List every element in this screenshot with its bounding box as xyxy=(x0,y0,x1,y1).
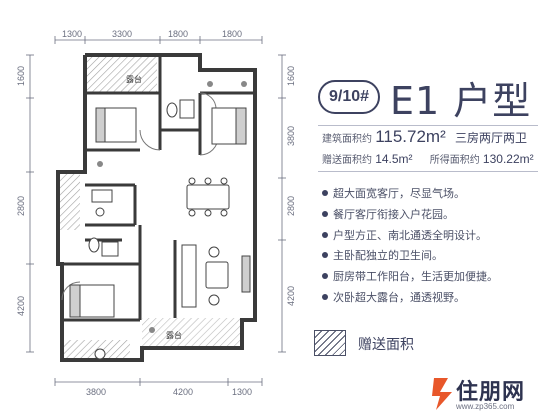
layout-text: 三房两厅两卫 xyxy=(454,131,527,145)
feature-list: 超大面宽客厅，尽显气场。 餐厅客厅衔接入户花园。 户型方正、南北通透全明设计。 … xyxy=(322,184,498,309)
dim-top-3: 1800 xyxy=(168,29,189,39)
bullet-icon xyxy=(322,190,328,196)
dim-top-2: 3300 xyxy=(112,29,133,39)
bullet-icon xyxy=(322,252,328,259)
brand-url: www.zp365.com xyxy=(456,402,515,411)
bullet-icon xyxy=(322,293,328,300)
dim-left-3: 4200 xyxy=(16,296,26,317)
feature-item: 次卧超大露台，通透视野。 xyxy=(322,288,498,309)
feature-item: 餐厅客厅衔接入户花园。 xyxy=(322,205,498,226)
divider-bottom xyxy=(318,171,538,172)
build-area-value: 115.72m² xyxy=(375,127,446,146)
dim-top-1: 1300 xyxy=(62,29,83,39)
dim-bottom-2: 4200 xyxy=(173,387,194,397)
feature-item: 户型方正、南北通透全明设计。 xyxy=(322,226,498,247)
build-area-label: 建筑面积约 xyxy=(322,134,372,145)
dim-right-2: 3800 xyxy=(286,126,296,147)
brand-logo-text: 住朋网 xyxy=(456,380,526,405)
gift-area-label: 赠送面积约 xyxy=(322,155,372,166)
obtain-area-label: 所得面积约 xyxy=(429,155,480,166)
dim-top-4: 1800 xyxy=(222,29,243,39)
room-label-terrace-bottom: 露台 xyxy=(166,331,182,340)
feature-item: 厨房带工作阳台，生活更加便捷。 xyxy=(322,267,498,288)
dim-right-3: 2800 xyxy=(286,196,296,217)
bonus-area-label: 赠送面积 xyxy=(358,337,414,353)
dim-left-1: 1600 xyxy=(16,66,26,87)
dim-right-1: 1600 xyxy=(286,66,296,87)
bullet-icon xyxy=(322,273,328,280)
feature-item: 超大面宽客厅，尽显气场。 xyxy=(322,184,498,205)
divider-top xyxy=(318,125,538,126)
feature-item: 主卧配独立的卫生间。 xyxy=(322,246,498,267)
build-area-row: 建筑面积约 115.72m² 三房两厅两卫 xyxy=(322,127,527,147)
unit-type-title: E1 户型 xyxy=(390,79,532,123)
obtain-area-value: 130.22m² xyxy=(482,152,534,166)
room-label-terrace-top: 露台 xyxy=(126,75,142,84)
dim-left-2: 2800 xyxy=(16,196,26,217)
gift-area-row: 赠送面积约 14.5m² 所得面积约 130.22m² xyxy=(322,151,534,166)
dim-right-4: 4200 xyxy=(286,286,296,307)
dim-bottom-1: 3800 xyxy=(86,387,107,397)
gift-area-value: 14.5m² xyxy=(375,152,413,166)
building-badge: 9/10# xyxy=(318,80,380,114)
bullet-icon xyxy=(322,231,328,238)
dim-bottom-3: 1300 xyxy=(232,387,253,397)
floor-plan xyxy=(26,36,286,386)
bullet-icon xyxy=(322,210,328,217)
bonus-area-swatch xyxy=(314,330,346,356)
brand-logo-icon xyxy=(432,378,452,410)
